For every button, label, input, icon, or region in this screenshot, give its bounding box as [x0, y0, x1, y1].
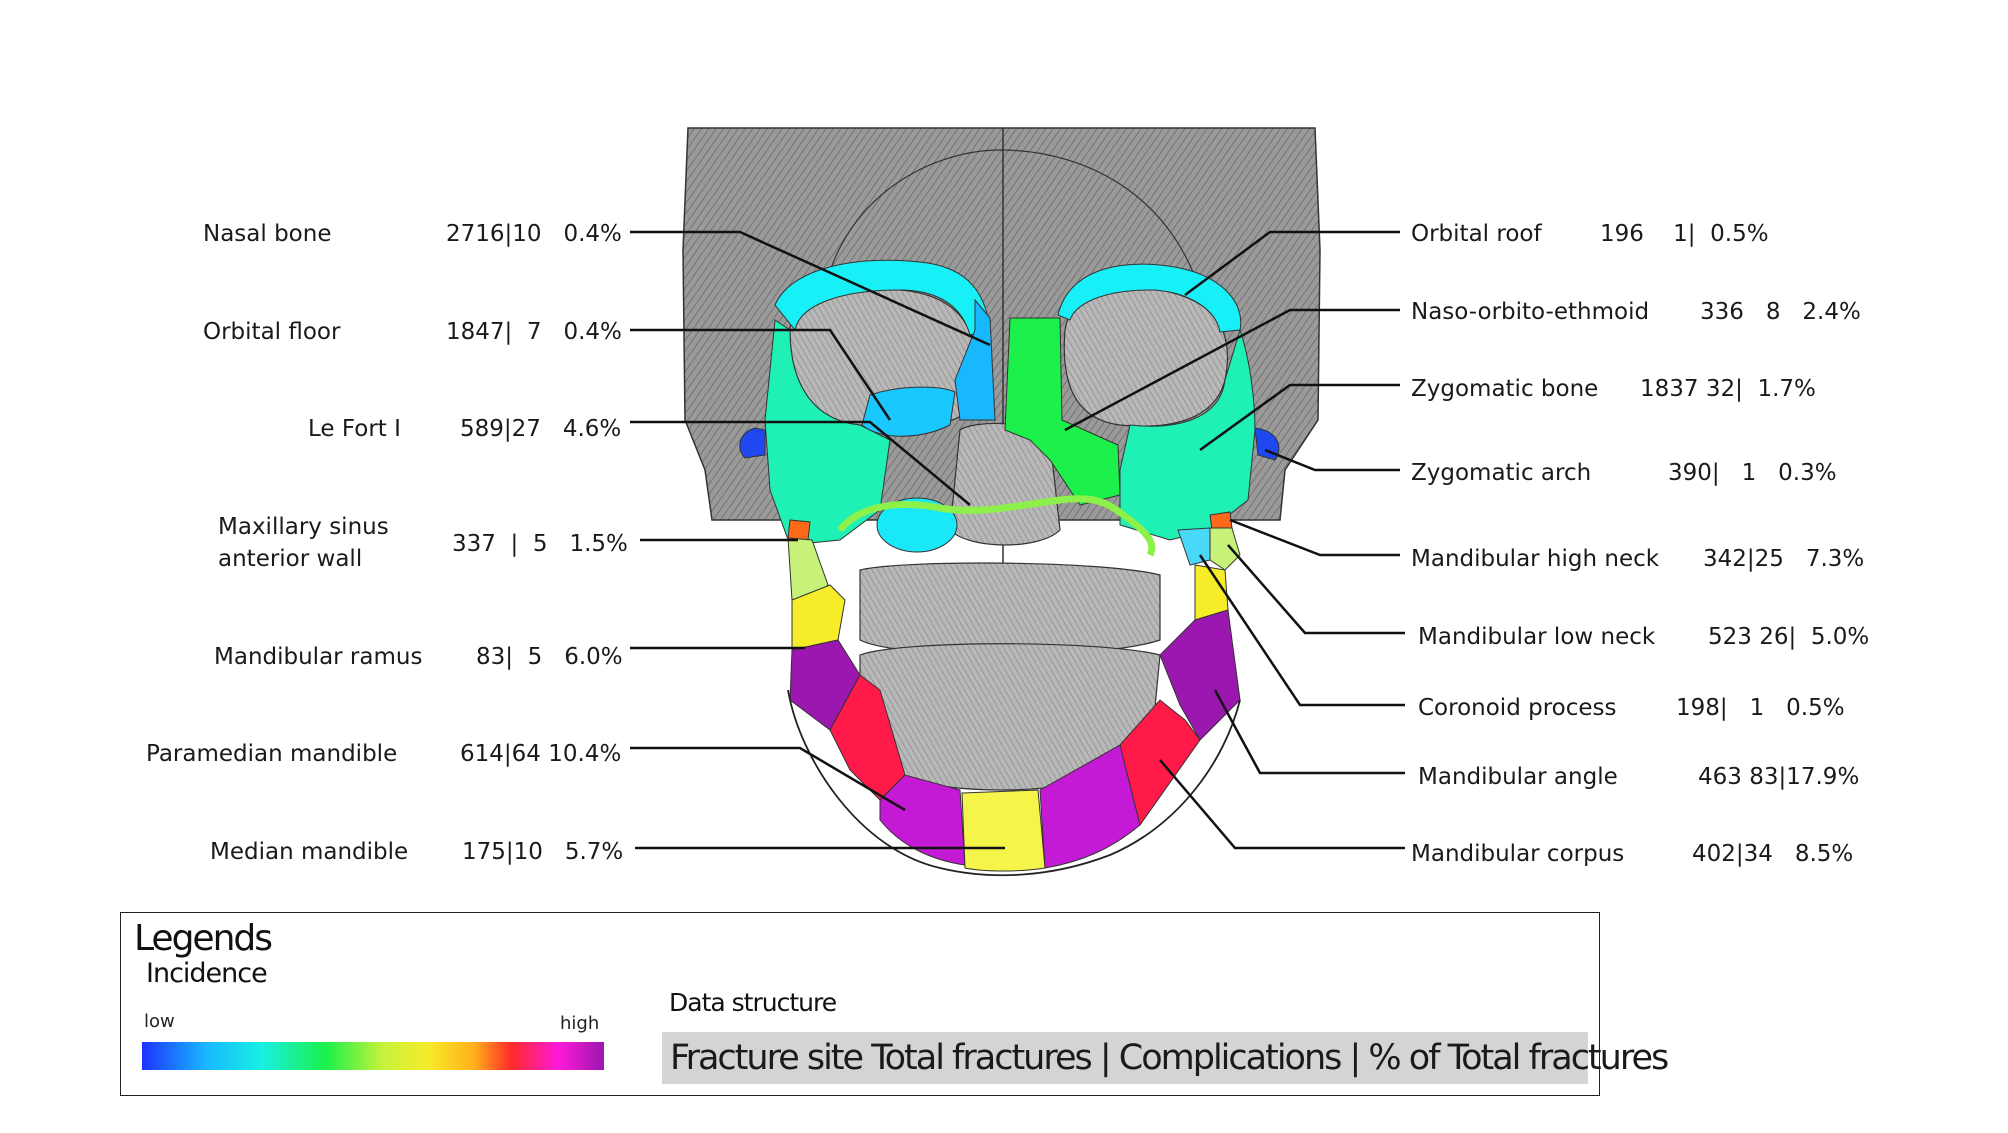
label-maxillary-sinus: Maxillary sinus [218, 514, 389, 540]
leader-orbital-floor [630, 328, 892, 421]
label-orbital-floor: Orbital floor [203, 319, 341, 345]
label-naso-orbito-ethmoid: Naso-orbito-ethmoid [1411, 299, 1650, 325]
leader-high-neck [1229, 518, 1400, 557]
cranium-contour [819, 149, 1206, 321]
leader-nasal-bone [630, 230, 991, 347]
label-mandibular-angle: Mandibular angle [1418, 764, 1618, 790]
legend-title: Legends [134, 918, 273, 959]
label-paramedian-mandible: Paramedian mandible [146, 741, 398, 767]
stat-paramedian-mandible: 614|64 10.4% [460, 741, 622, 767]
label-orbital-roof: Orbital roof [1411, 221, 1542, 247]
label-zygomatic-bone: Zygomatic bone [1411, 376, 1599, 402]
label-median-mandible: Median mandible [210, 839, 409, 865]
coronoid-process-right [1177, 527, 1211, 566]
incidence-color-scale [142, 1042, 604, 1070]
paramedian-magenta-left [879, 774, 966, 866]
leader-mandibular-corpus [1159, 759, 1405, 850]
stat-maxillary-sinus: 337 | 5 1.5% [452, 531, 628, 557]
le-fort-line [837, 495, 1156, 557]
maxillary-sinus-region [876, 497, 958, 553]
leader-orbital-roof [1184, 230, 1400, 297]
leader-coronoid [1198, 554, 1405, 707]
stat-naso-orbito-ethmoid: 336 8 2.4% [1700, 299, 1861, 325]
stat-nasal-bone: 2716|10 0.4% [446, 221, 622, 247]
label-nasal-bone: Nasal bone [203, 221, 332, 247]
mandibular-high-neck-right [1209, 511, 1233, 531]
zygomatic-arch-left [739, 427, 766, 459]
label-mandibular-low-neck: Mandibular low neck [1418, 624, 1656, 650]
stat-mandibular-angle: 463 83|17.9% [1698, 764, 1860, 790]
mandibular-low-neck-right [1209, 527, 1241, 571]
leader-mandibular-angle [1213, 689, 1405, 775]
label-mandibular-high-neck: Mandibular high neck [1411, 546, 1660, 572]
median-mandible-region [961, 789, 1046, 872]
legend-box [120, 912, 1600, 1096]
nasal-aperture [949, 422, 1061, 546]
zygomatic-bone-right [1119, 328, 1256, 541]
data-structure-bar [662, 1032, 1588, 1084]
leader-zygomatic-arch [1264, 448, 1400, 472]
mandibular-high-neck-left [787, 519, 811, 541]
legend-low-label: low [144, 1011, 175, 1032]
jaw-outline [787, 689, 1241, 877]
stat-zygomatic-arch: 390| 1 0.3% [1668, 460, 1837, 486]
label-coronoid-process: Coronoid process [1418, 695, 1617, 721]
data-structure-title: Data structure [669, 988, 837, 1017]
legend-subtitle: Incidence [146, 958, 268, 989]
label-maxillary-sinus-2: anterior wall [218, 546, 363, 572]
stat-mandibular-low-neck: 523 26| 5.0% [1708, 624, 1870, 650]
leader-paramedian [630, 746, 906, 812]
label-mandibular-ramus: Mandibular ramus [214, 644, 423, 670]
stat-mandibular-ramus: 83| 5 6.0% [476, 644, 623, 670]
stat-zygomatic-bone: 1837 32| 1.7% [1640, 376, 1816, 402]
zygomatic-bone-left [764, 319, 891, 546]
label-mandibular-corpus: Mandibular corpus [1411, 841, 1625, 867]
leader-noe [1064, 308, 1400, 432]
stat-mandibular-high-neck: 342|25 7.3% [1703, 546, 1865, 572]
paramedian-magenta-right [1039, 744, 1141, 869]
leader-lines-right [1064, 230, 1405, 850]
stat-orbital-floor: 1847| 7 0.4% [446, 319, 622, 345]
mandibular-ramus-left [791, 584, 846, 651]
stat-le-fort-i: 589|27 4.6% [460, 416, 622, 442]
leader-lines-left [630, 230, 1005, 850]
leader-low-neck [1227, 544, 1405, 635]
orbital-floor-left [861, 386, 956, 437]
leader-zygomatic-bone [1199, 383, 1400, 452]
stat-mandibular-corpus: 402|34 8.5% [1692, 841, 1854, 867]
upper-teeth [859, 562, 1161, 656]
label-zygomatic-arch: Zygomatic arch [1411, 460, 1592, 486]
stat-median-mandible: 175|10 5.7% [462, 839, 624, 865]
data-structure-text: Fracture site Total fractures | Complica… [670, 1038, 1669, 1078]
stat-coronoid-process: 198| 1 0.5% [1676, 695, 1845, 721]
leader-le-fort [630, 420, 971, 506]
legend-high-label: high [560, 1013, 600, 1034]
stat-orbital-roof: 196 1| 0.5% [1600, 221, 1769, 247]
label-le-fort-i: Le Fort I [308, 416, 401, 442]
nasal-bone-region [954, 298, 996, 421]
